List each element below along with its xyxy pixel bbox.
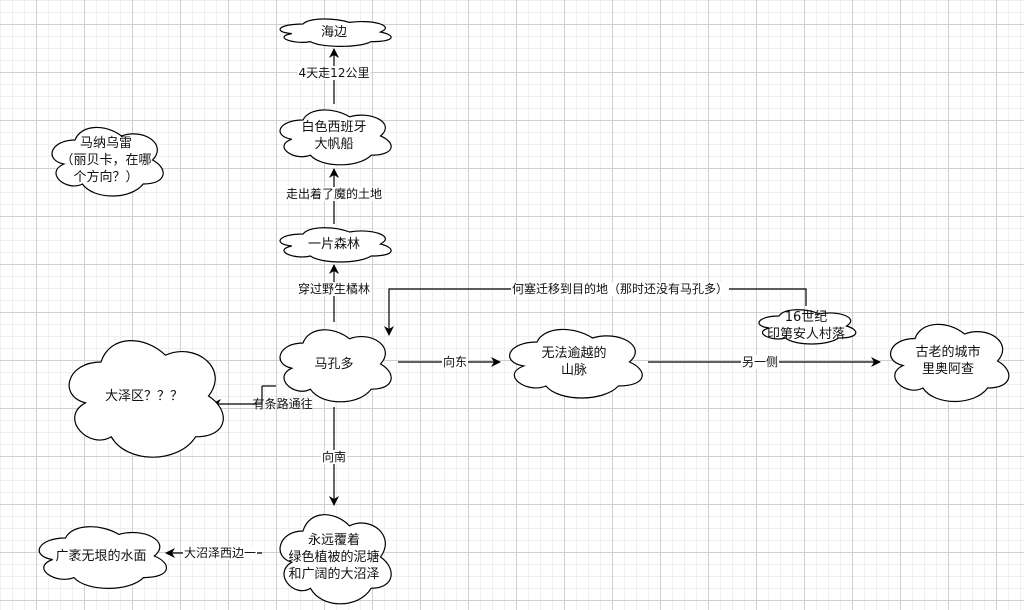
cloud-node-indian_village[interactable]	[758, 309, 857, 345]
cloud-node-forest[interactable]	[279, 227, 392, 263]
edge-label-forest-galleon: 走出着了魔的土地	[284, 187, 384, 201]
cloud-node-galleon[interactable]	[279, 109, 392, 166]
cloud-node-riohacha[interactable]	[890, 323, 1010, 403]
cloud-node-water[interactable]	[38, 526, 167, 589]
cloud-node-mountains[interactable]	[509, 328, 643, 399]
edge-label-macondo-greatswamp: 向南	[320, 450, 348, 464]
cloud-node-macondo[interactable]	[279, 329, 392, 403]
edge-label-macondo-forest: 穿过野生橘林	[296, 282, 372, 296]
edge-macondo-swamparea[interactable]	[211, 386, 263, 409]
cloud-node-seaside[interactable]	[279, 18, 392, 47]
edge-label-greatswamp-water: 大沼泽西边一	[182, 546, 258, 560]
cloud-node-swamp_area[interactable]	[68, 340, 224, 458]
edge-label-macondo-mountains: 向东	[441, 355, 469, 369]
cloud-node-great_swamp[interactable]	[279, 514, 392, 605]
edge-label-mountains-riohacha: 另一侧	[740, 355, 780, 369]
edge-label-macondo-swamparea: 有条路通往	[252, 397, 313, 411]
cloud-node-manaure[interactable]	[51, 126, 164, 197]
edge-label-village-macondo: 何塞迁移到目的地（那时还没有马孔多）	[510, 282, 730, 296]
edge-label-galleon-seaside: 4天走12公里	[297, 66, 371, 80]
